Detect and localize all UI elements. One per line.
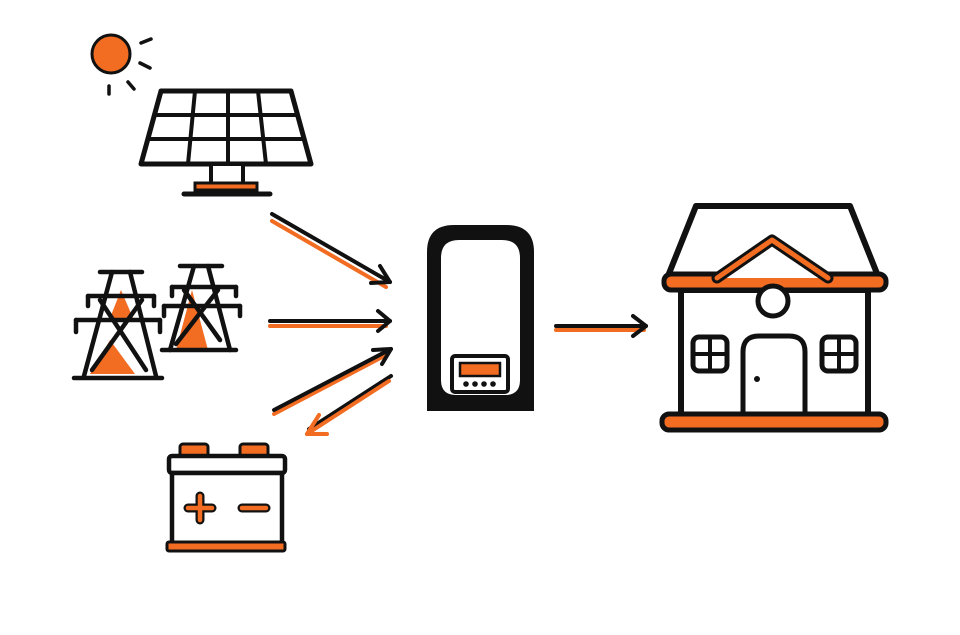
solar-panel-icon <box>138 88 314 197</box>
arrow-battery-to-inverter <box>272 347 393 416</box>
arrow-grid-to-inverter <box>268 309 392 333</box>
window-right <box>819 334 859 374</box>
house-icon <box>659 203 889 433</box>
door <box>740 333 808 413</box>
arrow-inverter-to-battery <box>305 374 393 436</box>
inverter-icon <box>427 225 534 411</box>
battery-icon <box>165 442 288 553</box>
sun-icon <box>90 33 153 96</box>
plus-terminal-icon <box>183 491 217 525</box>
arrow-inverter-to-house <box>554 314 648 338</box>
transmission-tower-icon <box>71 263 243 381</box>
window-left <box>690 334 730 374</box>
arrow-solar-to-inverter <box>270 212 392 289</box>
